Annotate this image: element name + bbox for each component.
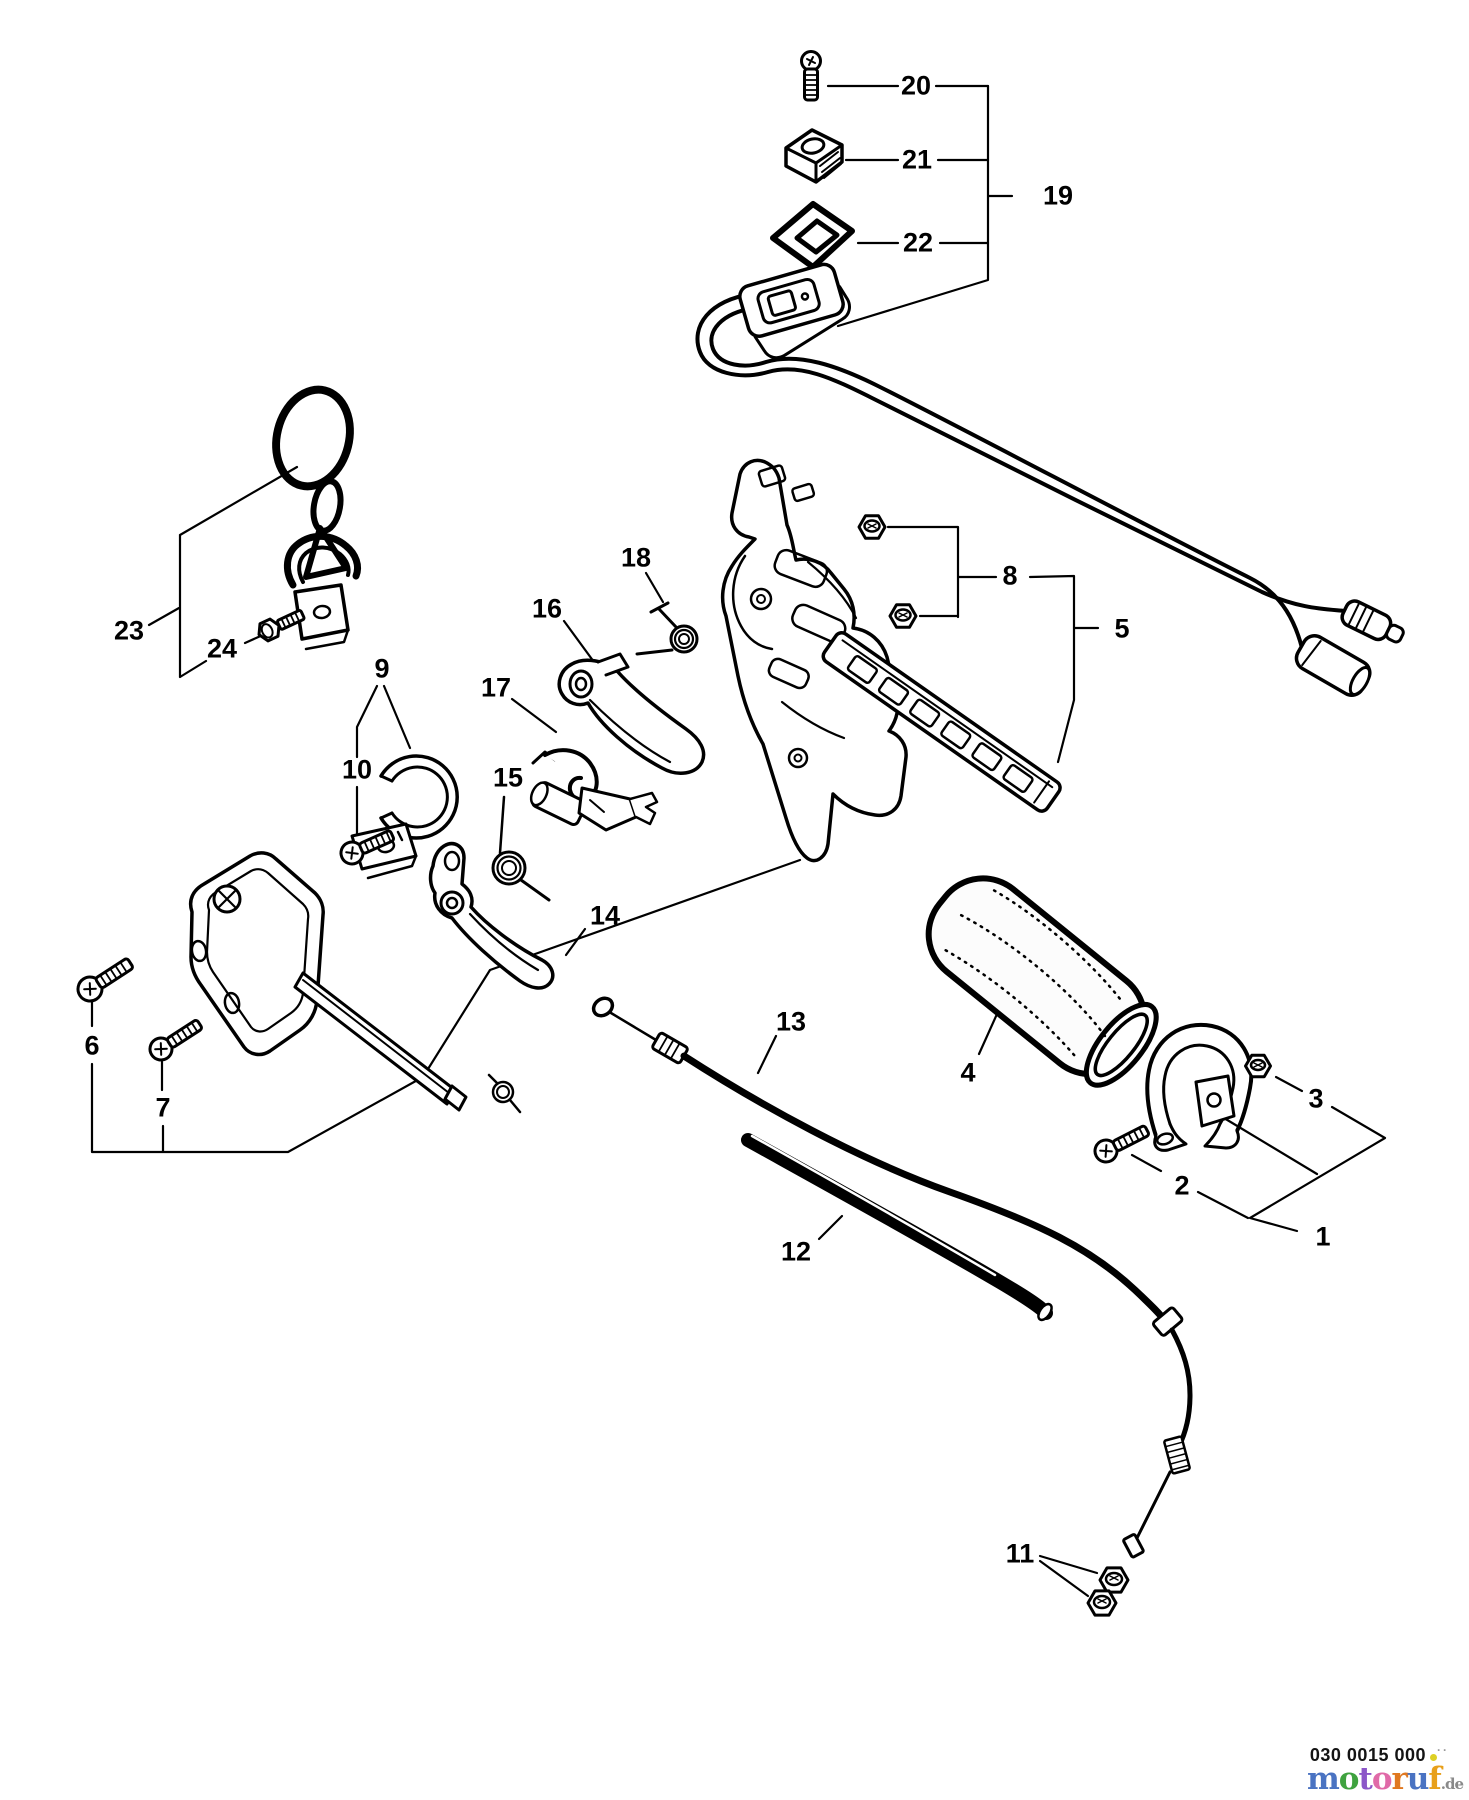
part-18-spring <box>635 601 699 656</box>
callout-12: 12 <box>780 1236 812 1267</box>
callout-14: 14 <box>589 900 621 931</box>
housing-ladder-bar <box>821 630 1062 813</box>
logo-letter: r <box>1391 1760 1408 1797</box>
callout-13: 13 <box>775 1006 807 1037</box>
part-13-throttle-cable <box>591 996 1193 1559</box>
callout-22: 22 <box>902 227 934 258</box>
callout-9: 9 <box>374 653 390 684</box>
part-code-text: 030 0015 000 <box>1309 1744 1426 1765</box>
callout-19: 19 <box>1042 180 1074 211</box>
part-2-screw <box>1093 1124 1150 1164</box>
spring-hook-detail <box>487 1073 522 1114</box>
part-7-screw <box>148 1018 203 1062</box>
logo-accent-marks: ·· <box>1437 1742 1449 1757</box>
logo-letter: t <box>1358 1760 1372 1797</box>
stop-switch <box>738 262 851 360</box>
callout-17: 17 <box>480 672 512 703</box>
callout-18: 18 <box>620 542 652 573</box>
callout-20: 20 <box>900 70 932 101</box>
part-5-throttle-housing <box>720 458 1062 863</box>
callout-15: 15 <box>492 762 524 793</box>
motoruf-logo: motoruf.de <box>1307 1763 1464 1794</box>
callout-1: 1 <box>1315 1221 1331 1252</box>
part-4-grip <box>925 875 1159 1088</box>
part-23-hanger-ring <box>272 385 362 651</box>
part-1-handle-clamp <box>1145 1022 1254 1152</box>
wire-connector-large <box>1294 634 1372 697</box>
logo-suffix: .de <box>1440 1774 1464 1793</box>
logo-letter: o <box>1371 1760 1393 1797</box>
callout-16: 16 <box>531 593 563 624</box>
part-14-throttle-lever <box>428 841 555 990</box>
callout-10: 10 <box>341 754 373 785</box>
callout-6: 6 <box>84 1030 100 1061</box>
part-17-cable-holder <box>529 748 659 832</box>
logo-letter: o <box>1338 1760 1360 1797</box>
part-8-nuts <box>857 514 918 629</box>
footer-part-code: 030 0015 000 ·· <box>1307 1743 1449 1766</box>
callout-4: 4 <box>960 1057 976 1088</box>
part-19-stop-switch-assembly <box>695 262 1405 697</box>
logo-letter: u <box>1406 1760 1430 1797</box>
part-20-screw <box>800 50 822 102</box>
logo-accent-dot-icon <box>1430 1753 1437 1761</box>
callout-3: 3 <box>1308 1083 1324 1114</box>
handle-shaft <box>293 971 468 1112</box>
part-11-nuts <box>1086 1566 1130 1617</box>
part-10-screw <box>339 829 395 866</box>
logo-letter: f <box>1428 1760 1441 1797</box>
part-6-screw <box>76 957 134 1003</box>
part-24-bolt <box>257 608 306 643</box>
handle-bracket-plate <box>188 851 468 1112</box>
part-22-switch-gasket <box>770 201 855 270</box>
callout-23: 23 <box>113 615 145 646</box>
switch-wires <box>695 292 1347 650</box>
wire-connector-small <box>1340 599 1405 644</box>
callout-2: 2 <box>1174 1170 1190 1201</box>
callout-24: 24 <box>206 633 238 664</box>
callout-5: 5 <box>1114 613 1130 644</box>
part-16-throttle-trigger <box>557 652 706 775</box>
callout-8: 8 <box>1002 560 1018 591</box>
part-15-spring <box>491 795 551 902</box>
part-21-switch-insulator <box>784 128 844 184</box>
callout-7: 7 <box>155 1092 171 1123</box>
callout-11: 11 <box>1005 1538 1035 1569</box>
part-9-clamp <box>350 754 459 880</box>
callout-21: 21 <box>901 144 933 175</box>
part-3-nut <box>1244 1053 1272 1079</box>
logo-letter: m <box>1306 1760 1340 1797</box>
footer: 030 0015 000 ·· motoruf.de <box>1307 1743 1464 1795</box>
part-12-tube <box>741 1133 1053 1322</box>
